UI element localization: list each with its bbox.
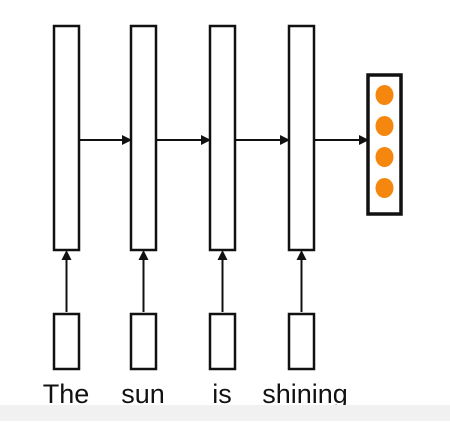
word-label-is: is xyxy=(212,379,232,409)
hidden-cell-2 xyxy=(129,24,158,252)
bottom-band xyxy=(0,405,450,421)
hidden-cell-1 xyxy=(52,24,81,252)
input-box-1 xyxy=(52,312,81,371)
output-dots xyxy=(375,85,394,198)
input-box-4 xyxy=(287,312,316,371)
word-label-the: The xyxy=(42,379,90,409)
word-label-shining: shining xyxy=(262,379,348,409)
output-dot-4 xyxy=(375,178,394,198)
input-box-3 xyxy=(208,312,237,371)
input-box-2 xyxy=(129,312,158,371)
hidden-cell-4 xyxy=(287,24,316,252)
output-dot-3 xyxy=(375,147,394,167)
hidden-cell-3 xyxy=(208,24,237,252)
output-dot-2 xyxy=(375,116,394,136)
word-label-sun: sun xyxy=(121,379,165,409)
output-dot-1 xyxy=(375,85,394,105)
